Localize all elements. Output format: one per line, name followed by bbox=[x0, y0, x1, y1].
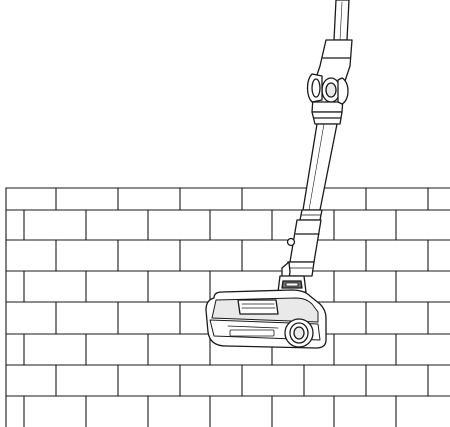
upper-tube bbox=[333, 0, 350, 41]
extension-wand bbox=[299, 123, 338, 221]
vacuum-cleaner-icon bbox=[205, 0, 353, 349]
pivot-joint bbox=[277, 275, 307, 293]
release-knob bbox=[306, 73, 349, 105]
lower-connector bbox=[281, 219, 322, 285]
brush-roller bbox=[284, 318, 314, 348]
